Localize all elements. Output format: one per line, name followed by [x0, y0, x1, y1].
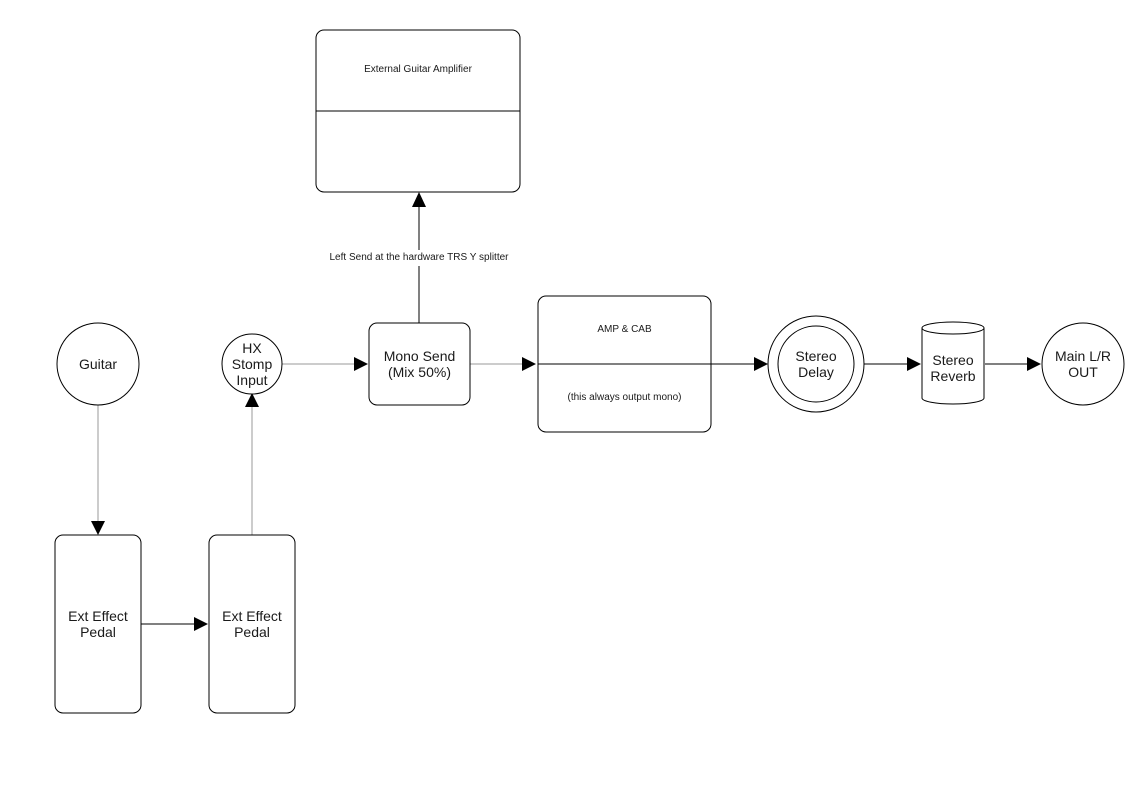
arrow-into-external-amp	[412, 192, 426, 207]
arrow-into-delay	[754, 357, 768, 371]
hx-stomp-input-label: HX Stomp Input	[231, 340, 273, 388]
amp-cab-title: AMP & CAB	[597, 324, 652, 335]
arrow-into-main-out	[1027, 357, 1041, 371]
main-lr-out-node	[1041, 322, 1125, 406]
ext-effect-pedal-1-label: Ext Effect Pedal	[68, 608, 128, 640]
stereo-reverb-label: Stereo Reverb	[930, 352, 976, 384]
arrow-into-mono-send	[354, 357, 368, 371]
mono-send-block	[368, 322, 471, 406]
guitar-label: Guitar	[78, 356, 118, 372]
arrow-into-pedal1	[91, 521, 105, 535]
ext-effect-pedal-2	[208, 534, 296, 714]
arrow-into-pedal2	[194, 617, 208, 631]
hx-stomp-input-node	[221, 333, 283, 395]
arrow-into-amp-cab	[522, 357, 536, 371]
arrow-into-reverb	[907, 357, 921, 371]
ext-effect-pedal-2-label: Ext Effect Pedal	[222, 608, 282, 640]
stereo-delay-inner-ring	[777, 325, 855, 403]
arrow-into-hx-input	[245, 393, 259, 407]
amp-cab-note: (this always output mono)	[567, 392, 682, 403]
ext-effect-pedal-1	[54, 534, 142, 714]
stereo-delay-label: Stereo Delay	[795, 348, 837, 380]
main-lr-out-label: Main L/R OUT	[1054, 348, 1112, 380]
external-amp-title: External Guitar Amplifier	[364, 64, 472, 75]
stereo-reverb-cylinder	[921, 328, 985, 405]
stereo-reverb-cylinder-top	[921, 321, 985, 335]
left-send-edge-label: Left Send at the hardware TRS Y splitter	[300, 250, 538, 266]
guitar-node	[56, 322, 140, 406]
mono-send-label: Mono Send (Mix 50%)	[383, 348, 456, 380]
